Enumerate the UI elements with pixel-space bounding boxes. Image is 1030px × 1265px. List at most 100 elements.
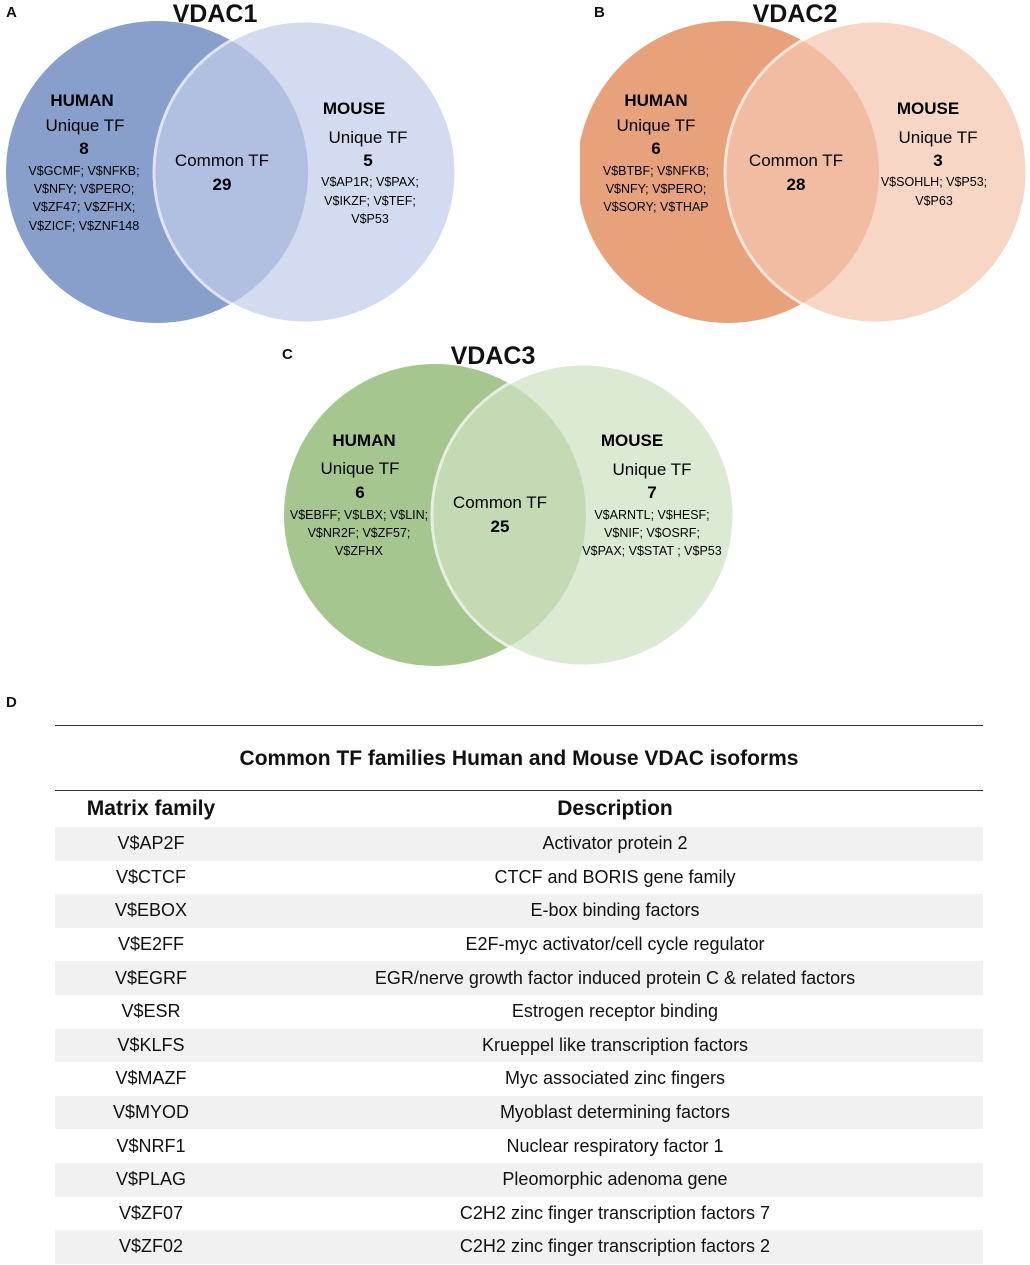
common-count: 29	[213, 175, 232, 194]
table-top-rule	[55, 725, 983, 726]
table-row: V$AP2F Activator protein 2	[55, 827, 983, 861]
mouse-unique-label: Unique TF	[612, 460, 691, 479]
venn-diagram-vdac2: HUMAN Unique TF 6 V$BTBF; V$NFKB; V$NFY;…	[580, 19, 1029, 325]
table-row: V$EGRF EGR/nerve growth factor induced pr…	[55, 961, 983, 995]
description-cell: Myc associated zinc fingers	[504, 1068, 726, 1089]
mouse-tf-line: V$PAX; V$STAT ; V$P53	[582, 544, 721, 558]
common-label: Common TF	[749, 151, 843, 170]
table-row: V$ZF07 C2H2 zinc finger transcription fac…	[55, 1197, 983, 1231]
mouse-tf-line: V$ARNTL; V$HESF;	[594, 508, 709, 522]
table-row: V$MYOD Myoblast determining factors	[55, 1095, 983, 1130]
mouse-unique-count: 7	[647, 483, 656, 502]
human-tf-line: V$GCMF; V$NFKB;	[28, 164, 139, 178]
mouse-tf-line: V$NIF; V$OSRF;	[604, 526, 700, 540]
matrix-family-cell: V$PLAG	[115, 1169, 187, 1190]
human-tf-line: V$NFY; V$PERO;	[34, 182, 135, 196]
human-tf-line: V$ZF47; V$ZFHX;	[33, 200, 136, 214]
description-cell: Myoblast determining factors	[499, 1102, 731, 1123]
matrix-family-cell: V$ESR	[121, 1001, 181, 1022]
header-matrix-family: Matrix family	[86, 797, 216, 820]
table-header-rule	[55, 790, 983, 791]
matrix-family-cell: V$MYOD	[112, 1102, 190, 1123]
description-cell: E2F-myc activator/cell cycle regulator	[465, 934, 765, 955]
human-tf-line: V$EBFF; V$LBX; V$LIN;	[290, 508, 428, 522]
table-row: V$NRF1 Nuclear respiratory factor 1	[55, 1129, 983, 1163]
mouse-unique-label: Unique TF	[328, 128, 407, 147]
mouse-unique-count: 3	[933, 151, 942, 170]
human-tf-line: V$ZICF; V$ZNF148	[29, 219, 139, 233]
table-row: V$ZF02 C2H2 zinc finger transcription fac…	[55, 1230, 983, 1264]
matrix-family-cell: V$MAZF	[115, 1068, 187, 1089]
matrix-family-cell: V$EGRF	[114, 967, 188, 988]
table-row: V$ESR Estrogen receptor binding	[55, 995, 983, 1029]
common-label: Common TF	[175, 151, 269, 170]
common-label: Common TF	[453, 493, 547, 512]
description-cell: EGR/nerve growth factor induced protein …	[374, 967, 856, 988]
table-row: V$PLAG Pleomorphic adenoma gene	[55, 1162, 983, 1197]
table-title: Common TF families Human and Mouse VDAC …	[239, 747, 799, 770]
panel-label-b: B	[594, 4, 605, 21]
venn-title-vdac1: VDAC1	[172, 0, 258, 28]
human-tf-line: V$BTBF; V$NFKB;	[603, 164, 709, 178]
description-cell: Estrogen receptor binding	[511, 1001, 719, 1022]
common-tf-table: Common TF families Human and Mouse VDAC …	[55, 725, 983, 1264]
venn-title-vdac3: VDAC3	[450, 342, 536, 370]
matrix-family-cell: V$EBOX	[114, 900, 188, 921]
human-unique-count: 6	[355, 483, 364, 502]
human-label: HUMAN	[624, 91, 687, 110]
table-row: V$E2FF E2F-myc activator/cell cycle regul…	[55, 928, 983, 962]
table-row: V$EBOX E-box binding factors	[55, 894, 983, 928]
human-tf-line: V$SORY; V$THAP	[603, 200, 708, 214]
mouse-unique-label: Unique TF	[898, 128, 977, 147]
matrix-family-cell: V$NRF1	[116, 1135, 186, 1156]
matrix-family-cell: V$KLFS	[117, 1034, 185, 1055]
human-tf-line: V$NR2F; V$ZF57;	[308, 526, 411, 540]
description-cell: Pleomorphic adenoma gene	[502, 1169, 728, 1190]
panel-label-a: A	[6, 4, 17, 21]
mouse-tf-line: V$SOHLH; V$P53;	[881, 175, 987, 189]
matrix-family-cell: V$ZF02	[118, 1236, 184, 1257]
table-row: V$CTCF CTCF and BORIS gene family	[55, 861, 983, 895]
description-cell: C2H2 zinc finger transcription factors 2	[459, 1236, 771, 1257]
human-label: HUMAN	[50, 91, 113, 110]
venn-diagram-vdac3: HUMAN Unique TF 6 V$EBFF; V$LBX; V$LIN; …	[284, 362, 736, 668]
human-tf-line: V$NFY; V$PERO;	[606, 182, 707, 196]
human-tf-line: V$ZFHX	[335, 544, 384, 558]
human-unique-label: Unique TF	[45, 116, 124, 135]
human-unique-label: Unique TF	[320, 459, 399, 478]
description-cell: C2H2 zinc finger transcription factors 7	[459, 1202, 771, 1223]
matrix-family-cell: V$AP2F	[117, 833, 185, 854]
description-cell: E-box binding factors	[530, 900, 700, 921]
mouse-circle	[723, 19, 1029, 325]
venn-title-vdac2: VDAC2	[752, 0, 838, 28]
description-cell: Krueppel like transcription factors	[481, 1034, 749, 1055]
table-row: V$MAZF Myc associated zinc fingers	[55, 1062, 983, 1096]
table-header: Matrix family Description	[55, 791, 983, 827]
header-description: Description	[557, 797, 673, 820]
common-count: 28	[787, 175, 806, 194]
venn-diagram-vdac1: HUMAN Unique TF 8 V$GCMF; V$NFKB; V$NFY;…	[6, 19, 458, 325]
mouse-tf-line: V$AP1R; V$PAX;	[321, 175, 419, 189]
mouse-tf-line: V$IKZF; V$TEF;	[324, 194, 416, 208]
mouse-tf-line: V$P53	[351, 212, 389, 226]
description-cell: CTCF and BORIS gene family	[494, 866, 736, 887]
mouse-label: MOUSE	[323, 99, 385, 118]
description-cell: Nuclear respiratory factor 1	[506, 1135, 724, 1156]
panel-label-c: C	[282, 346, 293, 363]
mouse-label: MOUSE	[601, 431, 663, 450]
panel-label-d: D	[6, 694, 17, 711]
human-unique-count: 8	[79, 139, 88, 158]
matrix-family-cell: V$ZF07	[118, 1202, 184, 1223]
description-cell: Activator protein 2	[542, 833, 688, 854]
mouse-tf-line: V$P63	[915, 194, 953, 208]
table-row: V$KLFS Krueppel like transcription factor…	[55, 1028, 983, 1063]
mouse-circle	[430, 362, 736, 668]
human-unique-count: 6	[651, 139, 660, 158]
human-label: HUMAN	[332, 431, 395, 450]
table-body: V$AP2F Activator protein 2 V$CTCF CTCF and…	[55, 827, 983, 1264]
human-unique-label: Unique TF	[616, 116, 695, 135]
mouse-label: MOUSE	[897, 99, 959, 118]
matrix-family-cell: V$CTCF	[115, 866, 186, 887]
mouse-unique-count: 5	[363, 151, 372, 170]
matrix-family-cell: V$E2FF	[117, 934, 185, 955]
